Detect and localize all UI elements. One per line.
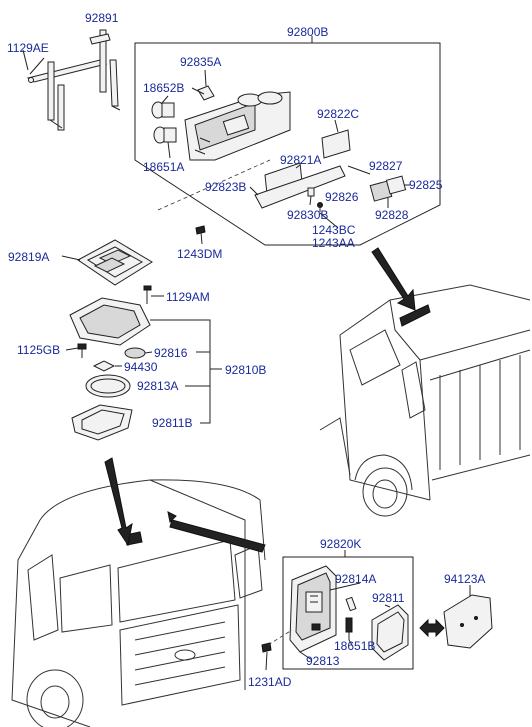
group-outline-92820K (282, 556, 414, 670)
label-1243DM: 1243DM (177, 247, 222, 261)
label-92821A: 92821A (280, 153, 321, 167)
ring-92813A (85, 374, 131, 398)
lens-92811 (371, 604, 409, 661)
label-92800B: 92800B (287, 25, 328, 39)
label-18651A: 18651A (143, 160, 184, 174)
label-92816: 92816 (154, 346, 188, 360)
label-92813: 92813 (306, 654, 340, 668)
pointer-arrow-top (371, 247, 416, 311)
bulb-18651A (153, 126, 177, 159)
label-92819A: 92819A (8, 250, 49, 264)
label-94123A: 94123A (444, 572, 485, 586)
label-92835A: 92835A (180, 55, 221, 69)
part-94430 (92, 360, 122, 372)
bulb-18652B (151, 95, 175, 119)
label-92822C: 92822C (317, 107, 359, 121)
label-92811: 92811 (372, 591, 405, 605)
label-94430: 94430 (124, 360, 158, 374)
pointer-arrow-right (169, 519, 266, 553)
label-92891: 92891 (85, 11, 119, 25)
part-92814A (345, 596, 357, 612)
label-1243AA: 1243AA (312, 236, 355, 250)
truck-front-illustration (11, 479, 266, 727)
label-18652B: 18652B (143, 81, 184, 95)
part-labels: 92891 1129AE 92800B 92835A 18652B 92822C… (7, 11, 485, 689)
screw-1243DM (195, 225, 206, 245)
label-92814A: 92814A (335, 572, 376, 586)
screw-92830B (307, 187, 315, 206)
bracket-92819A (61, 239, 153, 286)
part-92835A (197, 69, 215, 101)
label-92830B: 92830B (287, 208, 328, 222)
label-92813A: 92813A (137, 379, 178, 393)
gasket-92823B (249, 165, 346, 209)
label-1243BC: 1243BC (312, 223, 356, 237)
screw-1231AD (261, 629, 293, 671)
screw-92826 (317, 202, 323, 212)
double-arrow (419, 618, 445, 638)
lens-92811B (71, 404, 133, 441)
label-1125GB: 1125GB (17, 343, 60, 357)
label-92827: 92827 (369, 159, 403, 173)
lens-94123A (443, 585, 493, 649)
lamp-housing (184, 91, 291, 161)
switch-92827 (369, 175, 407, 202)
lamp-body-92810B (69, 297, 151, 346)
group-outline-92800B (134, 42, 441, 246)
part-92816 (124, 347, 153, 359)
label-92828: 92828 (375, 208, 409, 222)
label-1231AD: 1231AD (248, 675, 292, 689)
bracket-92891 (26, 29, 121, 131)
label-92825: 92825 (409, 178, 443, 192)
label-92811B: 92811B (152, 416, 192, 430)
label-1129AM: 1129AM (166, 290, 210, 304)
label-92820K: 92820K (320, 537, 361, 551)
bulb-18651B (345, 617, 353, 640)
lens-92822C (321, 119, 351, 159)
screw-1125GB (65, 343, 87, 358)
label-18651B: 18651B (334, 639, 375, 653)
housing-92820K (289, 565, 337, 653)
label-92810B: 92810B (225, 363, 266, 377)
label-92826: 92826 (325, 190, 359, 204)
screw-1129AM (143, 285, 164, 304)
leader-lines (191, 87, 410, 661)
label-1129AE: 1129AE (7, 41, 49, 55)
pointer-arrow-left (104, 457, 133, 547)
truck-side-illustration (319, 284, 531, 517)
label-92823B: 92823B (205, 180, 246, 194)
